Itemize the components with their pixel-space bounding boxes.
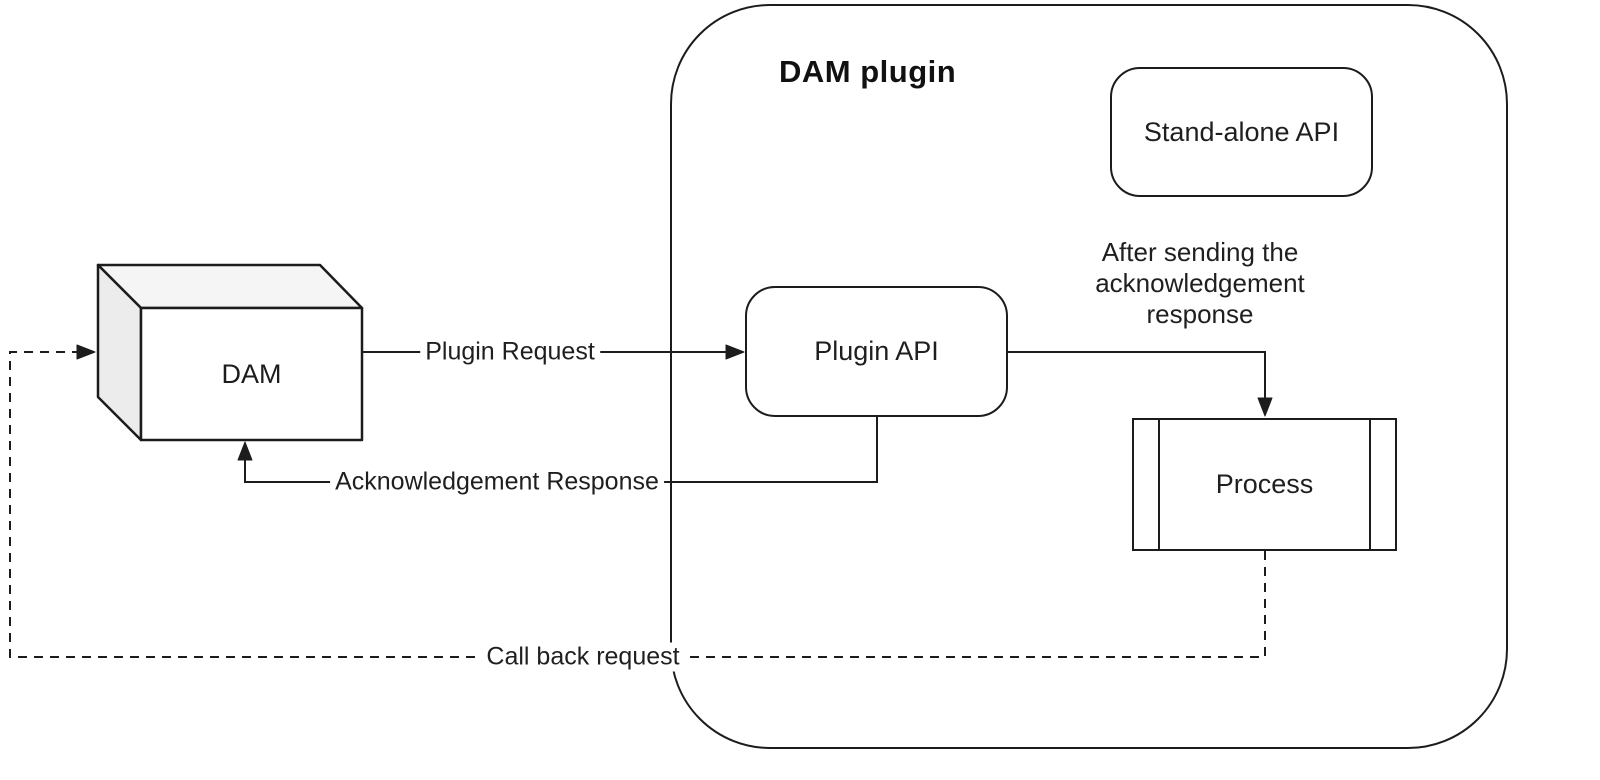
dam-plugin-container [670, 4, 1508, 749]
node-standalone-api: Stand-alone API [1110, 67, 1373, 197]
edge-label-callback-request: Call back request [481, 642, 685, 672]
edge-label-after-acknowledgement: After sending the acknowledgement respon… [1095, 237, 1305, 329]
edge-after-ack-to-process [1008, 351, 1273, 417]
node-dam: DAM [141, 308, 362, 440]
process-right-bar [1369, 420, 1371, 549]
dam-label: DAM [221, 358, 282, 389]
dam-plugin-title: DAM plugin [779, 54, 957, 89]
edge-callback-request [9, 344, 1266, 658]
arrowhead-up-icon [237, 441, 253, 461]
process-left-bar [1158, 420, 1160, 549]
arrowhead-down-icon [1257, 397, 1273, 417]
dam-cube-top-face [96, 263, 364, 310]
arrowhead-right-icon [76, 344, 96, 360]
standalone-api-label: Stand-alone API [1143, 116, 1340, 147]
arrowhead-right-icon [725, 344, 745, 360]
dam-cube-front-face [139, 306, 364, 442]
node-dam-cube [96, 263, 364, 442]
edge-label-acknowledgement-response: Acknowledgement Response [330, 467, 664, 497]
plugin-api-label: Plugin API [814, 336, 939, 366]
edge-label-plugin-request: Plugin Request [420, 337, 600, 367]
node-process: Process [1132, 418, 1397, 551]
node-plugin-api: Plugin API [745, 286, 1008, 417]
process-label: Process [1215, 469, 1314, 499]
